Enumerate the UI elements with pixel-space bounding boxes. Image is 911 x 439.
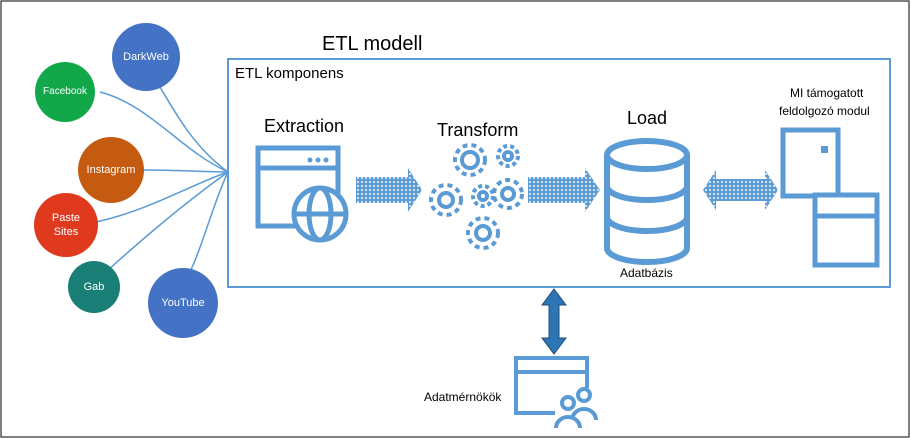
arrow-extract-transform	[356, 168, 422, 212]
source-circle-instagram	[78, 137, 144, 203]
source-label-gab: Gab	[83, 281, 105, 293]
diagram-title: ETL modell	[322, 33, 423, 55]
source-label-youtube: YouTube	[161, 297, 205, 309]
source-label-paste: Paste	[51, 212, 81, 224]
source-label-facebook: Facebook	[43, 86, 87, 97]
source-label-darkweb: DarkWeb	[123, 51, 169, 63]
source-label-sites: Sites	[53, 226, 79, 238]
stage-extraction-label: Extraction	[264, 116, 345, 136]
transform-gears-icon	[429, 143, 524, 250]
ai-module-label-line1: MI támogatott	[790, 86, 864, 100]
ai-module-label-line2: feldolgozó modul	[779, 104, 870, 118]
source-label-instagram: Instagram	[86, 164, 136, 176]
source-circle-youtube	[148, 268, 218, 338]
arrow-etl-engineers	[541, 288, 567, 355]
extraction-icon	[255, 145, 349, 243]
etl-component-label: ETL komponens	[235, 65, 344, 82]
source-circle-facebook	[35, 62, 95, 122]
ai-module-icon	[780, 127, 880, 268]
server-led-icon	[821, 146, 828, 153]
source-circle-paste-sites	[34, 193, 98, 257]
arrow-load-ai	[703, 170, 778, 210]
stage-transform-label: Transform	[437, 120, 519, 140]
engineers-icon	[514, 356, 598, 429]
stage-load-label: Load	[627, 108, 668, 128]
engineers-label: Adatmérnökök	[424, 390, 502, 404]
database-label: Adatbázis	[620, 266, 673, 280]
source-circle-darkweb	[112, 23, 180, 91]
database-icon	[604, 138, 690, 265]
source-circle-gab	[68, 261, 120, 313]
etl-component-box	[227, 58, 891, 288]
extraction-window-dots	[307, 157, 329, 163]
arrow-transform-load	[528, 168, 600, 212]
